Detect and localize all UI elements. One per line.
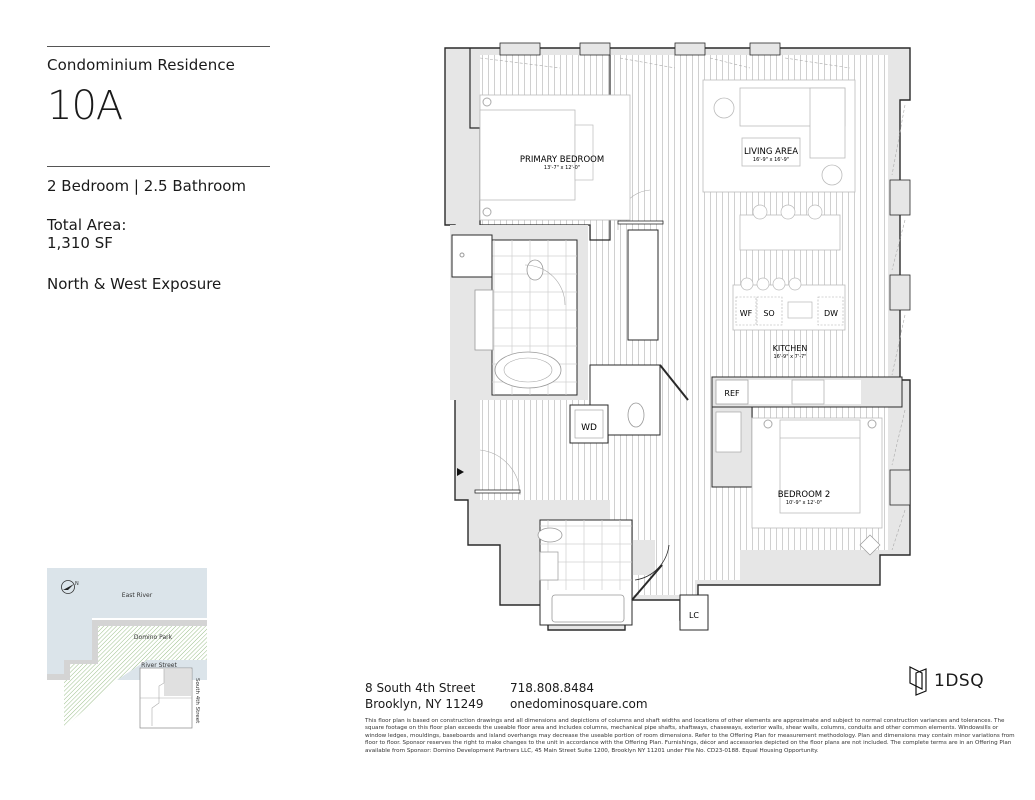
contact: 718.808.8484 onedominosquare.com: [510, 680, 648, 712]
kitchen-island: [732, 277, 846, 331]
double-vanity: [474, 289, 494, 351]
phone-link[interactable]: 718.808.8484: [510, 681, 594, 695]
bathtub: [494, 351, 562, 389]
entry-arrow: [457, 468, 464, 476]
river-street-label: River Street: [141, 662, 177, 669]
north-arrow: [61, 580, 75, 594]
residence-type: Condominium Residence: [47, 56, 235, 74]
hall-bathtub: [551, 594, 625, 623]
bedroom2-bed: [751, 417, 883, 529]
south-4th-street-label: South 4th Street: [194, 678, 200, 724]
website-link[interactable]: onedominosquare.com: [510, 697, 648, 711]
top-divider: [47, 46, 270, 47]
domino-park: [64, 626, 207, 728]
lc-label: LC: [689, 611, 699, 620]
dining-table: [739, 214, 841, 251]
wd-label: WD: [581, 423, 597, 433]
unit-number: 10A: [47, 83, 123, 129]
legal-disclaimer: This floor plan is based on construction…: [365, 718, 1015, 754]
bedroom2-label: BEDROOM 2: [778, 490, 830, 500]
floor-plan: WD LC PRIMARY BEDROOM 13'-7" x 12'-0" LI…: [444, 42, 911, 631]
living-area-label: LIVING AREA: [744, 147, 798, 157]
closet-bedroom2: [715, 411, 742, 453]
closet-primary: [627, 229, 659, 341]
primary-bedroom-label: PRIMARY BEDROOM: [520, 155, 604, 165]
bedroom2-dims: 10'-9" x 12'-0": [786, 500, 822, 506]
primary-bed: [479, 94, 631, 221]
park-label: Domino Park: [134, 634, 173, 641]
ref-label: REF: [724, 389, 740, 398]
mid-divider: [47, 166, 270, 167]
kitchen-dims: 16'-9" x 7'-7": [773, 354, 806, 360]
so-label: SO: [763, 309, 774, 318]
linen-closet: [679, 594, 709, 631]
shower: [451, 234, 493, 278]
armchair: [859, 534, 881, 556]
key-map: N East River Domino Park River Street So…: [47, 568, 207, 730]
logo-mark-icon: [909, 666, 927, 696]
wf-label: WF: [740, 309, 753, 318]
toilet-primary: [526, 259, 544, 281]
address-line-1: 8 South 4th Street: [365, 681, 476, 695]
bed-bath-count: 2 Bedroom | 2.5 Bathroom: [47, 177, 247, 195]
primary-bedroom-dims: 13'-7" x 12'-0": [544, 165, 580, 171]
washer-dryer: [569, 404, 609, 444]
logo-text: 1DSQ: [934, 671, 985, 691]
toilet-powder: [627, 402, 645, 428]
address: 8 South 4th Street Brooklyn, NY 11249: [365, 680, 484, 712]
kitchen-label: KITCHEN: [773, 344, 808, 353]
living-area-dims: 16'-9" x 16'-9": [753, 157, 789, 163]
kitchen-sink: [791, 379, 825, 405]
dw-label: DW: [824, 309, 838, 318]
powder-door: [659, 364, 689, 401]
river-label: East River: [122, 592, 153, 599]
address-line-2: Brooklyn, NY 11249: [365, 697, 484, 711]
exposure: North & West Exposure: [47, 275, 222, 293]
total-area-label: Total Area:: [47, 216, 127, 234]
total-area-value: 1,310 SF: [47, 234, 113, 252]
north-label: N: [75, 581, 79, 587]
brand-logo: 1DSQ: [908, 665, 984, 697]
windows: [499, 42, 781, 56]
refrigerator: [715, 379, 749, 405]
living-furniture: [702, 79, 856, 193]
